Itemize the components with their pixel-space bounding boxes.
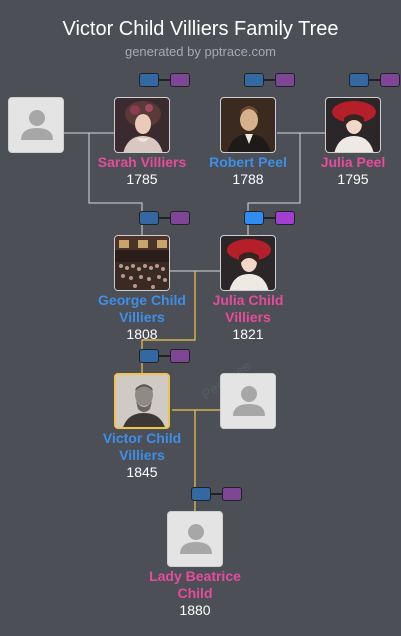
person-name-text: Julia Child Villiers [212,292,284,325]
mother-button[interactable] [170,211,190,225]
person-name: Victor Child Villiers 1845 [92,430,192,481]
father-button[interactable] [139,211,159,225]
person-silhouette-icon [8,97,64,153]
assembly-painting-icon [114,235,170,291]
birth-year: 1808 [126,326,158,342]
father-button[interactable] [139,349,159,363]
person-silhouette-icon [220,373,276,429]
parents-buttons-lady-beatrice [191,487,251,501]
father-button[interactable] [139,73,159,87]
person-name-text: Sarah Villiers [97,154,187,170]
birth-year: 1821 [232,326,264,342]
person-name: Sarah Villiers 1785 [92,154,192,188]
mother-button[interactable] [170,73,190,87]
person-name: Julia Peel 1795 [303,154,401,188]
parents-buttons-victor [139,349,199,363]
birth-year: 1788 [232,171,264,187]
woman-portrait-icon [114,97,170,153]
button-link [158,79,171,81]
parents-buttons-julia-child [244,211,304,225]
person-name-text: Lady Beatrice Child [149,568,241,601]
person-name: George Child Villiers 1808 [92,292,192,343]
person-name-text: Julia Peel [320,154,386,170]
person-silhouette-icon [167,511,223,567]
button-link [263,217,276,219]
parents-buttons-julia-peel [349,73,401,87]
birth-year: 1845 [126,464,158,480]
person-name-text: Robert Peel [209,154,287,170]
page-title: Victor Child Villiers Family Tree [62,18,339,40]
birth-year: 1785 [126,171,158,187]
page-subtitle: generated by pptrace.com [124,44,277,59]
woman-red-hat-portrait-icon [325,97,381,153]
woman-red-hat-portrait-icon [220,235,276,291]
mother-button[interactable] [275,73,295,87]
mother-button[interactable] [380,73,400,87]
button-link [158,217,171,219]
mother-button[interactable] [275,211,295,225]
person-name: Julia Child Villiers 1821 [198,292,298,343]
button-link [210,493,223,495]
man-portrait-icon [220,97,276,153]
birth-year: 1795 [337,171,369,187]
button-link [263,79,276,81]
father-button[interactable] [191,487,211,501]
father-button[interactable] [244,211,264,225]
parents-buttons-robert [244,73,304,87]
person-name-text: George Child Villiers [98,292,186,325]
parents-buttons-george [139,211,199,225]
mother-button[interactable] [222,487,242,501]
birth-year: 1880 [179,602,211,618]
bearded-man-photo-icon [114,373,170,429]
person-name: Robert Peel 1788 [198,154,298,188]
person-name-text: Victor Child Villiers [102,430,182,463]
parents-buttons-sarah [139,73,199,87]
father-button[interactable] [244,73,264,87]
mother-button[interactable] [170,349,190,363]
button-link [158,355,171,357]
father-button[interactable] [349,73,369,87]
button-link [368,79,381,81]
person-name: Lady Beatrice Child 1880 [145,568,245,619]
